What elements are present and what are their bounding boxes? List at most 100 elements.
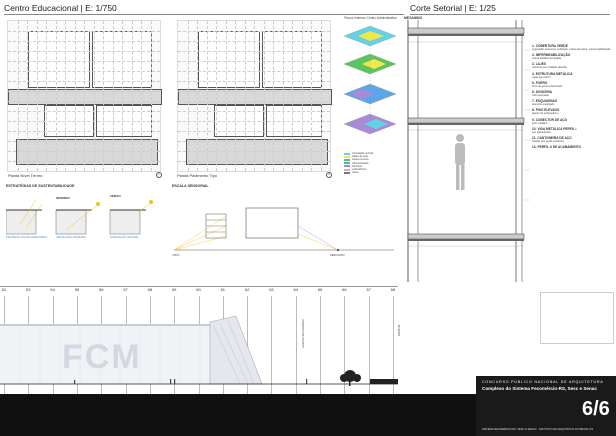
grid-column-line bbox=[263, 21, 265, 171]
sustain-note-0: PROTEÇÃO SOLAR HORIZONTAL bbox=[6, 236, 48, 239]
section-drawing bbox=[407, 20, 530, 282]
elevation-axis-66: 66 bbox=[342, 287, 347, 292]
elevation-axis-68: 68 bbox=[390, 287, 396, 292]
scale-note-left: VISTA bbox=[172, 254, 180, 257]
iso-level-4 bbox=[343, 113, 397, 135]
elevation-axis-line bbox=[368, 296, 370, 396]
grid-row-line bbox=[8, 71, 160, 72]
elevation-axis-64: 64 bbox=[293, 287, 298, 292]
grid-row-line bbox=[8, 151, 160, 152]
grid-column-line bbox=[17, 21, 19, 171]
grid-column-line bbox=[131, 21, 133, 171]
plan1-caption: Planta Nível Térreo bbox=[8, 173, 43, 178]
grid-row-line bbox=[8, 131, 160, 132]
grid-column-line bbox=[36, 21, 38, 171]
scale-note-right: PERCURSO bbox=[330, 254, 345, 257]
elevation-axis-54: 54 bbox=[50, 287, 55, 292]
elevation-axis-57: 57 bbox=[123, 287, 128, 292]
title-rule bbox=[4, 14, 404, 15]
elevation-axis-53: 53 bbox=[26, 287, 31, 292]
section-note-11: 12- PERFIL U DE ACABAMENTO bbox=[532, 145, 581, 150]
elevation-axis-line bbox=[393, 296, 394, 396]
footer-line2: Complexo do Sistema Fecomércio-RS, Sesc … bbox=[482, 386, 597, 391]
elevation-axis-62: 62 bbox=[244, 287, 250, 292]
grid-column-line bbox=[292, 21, 293, 171]
plan1-number: 1 bbox=[156, 172, 162, 178]
grid-row-line bbox=[178, 151, 330, 152]
grid-row-line bbox=[178, 101, 330, 102]
grid-row-line bbox=[8, 161, 160, 162]
iso-legend: Circulação vertical Salas de aula Áreas … bbox=[344, 152, 402, 174]
grid-row-line bbox=[178, 121, 330, 122]
elevation-letters: FCM bbox=[62, 338, 142, 376]
elevation-people bbox=[74, 379, 308, 384]
grid-row-line bbox=[8, 31, 160, 32]
typical-floor-plan bbox=[177, 20, 332, 172]
grid-row-line bbox=[178, 91, 330, 92]
elevation-axis-line bbox=[271, 296, 273, 396]
elevation-axis-line bbox=[320, 296, 322, 396]
grid-column-line bbox=[320, 21, 322, 171]
sustain-diagram-2 bbox=[55, 202, 100, 235]
elevation-axis-55: 55 bbox=[74, 287, 80, 292]
scale-title: ESCALA SENSORIAL bbox=[172, 184, 209, 188]
ground-floor-plan bbox=[7, 20, 162, 172]
elevation-top-rule bbox=[0, 286, 398, 287]
grid-column-line bbox=[197, 21, 198, 171]
grid-row-line bbox=[8, 91, 160, 92]
grid-row-line bbox=[178, 41, 330, 42]
season-summer: VERÃO bbox=[110, 194, 121, 198]
title-rule-right bbox=[410, 14, 610, 15]
grid-column-line bbox=[55, 21, 57, 171]
grid-column-line bbox=[244, 21, 246, 171]
grid-column-line bbox=[74, 21, 76, 171]
title-block: CONCURSO PÚBLICO NACIONAL DE ARQUITETURA… bbox=[476, 376, 616, 436]
grid-column-line bbox=[27, 21, 28, 171]
iso-legend-6: Apoio bbox=[352, 171, 359, 175]
isometric-flow-diagram bbox=[343, 25, 397, 135]
plan-block-south bbox=[16, 139, 158, 165]
plan2-block-south bbox=[186, 139, 328, 165]
left-title: Centro Educacional | E: 1/750 bbox=[4, 3, 117, 13]
plan2-caption: Planta Pavimento Tipo bbox=[177, 173, 218, 178]
grid-row-line bbox=[178, 161, 330, 162]
elevation-axis-line bbox=[344, 296, 346, 396]
sensorial-scale-diagram bbox=[173, 207, 394, 251]
grid-row-line bbox=[8, 81, 160, 82]
grid-row-line bbox=[8, 121, 160, 122]
grid-row-line bbox=[8, 111, 160, 112]
sustain-diagram-3 bbox=[109, 200, 153, 235]
grid-column-line bbox=[273, 21, 274, 171]
grid-column-line bbox=[235, 21, 236, 171]
iso-legend-2: Áreas comuns bbox=[352, 158, 369, 162]
elevation-axis-60: 60 bbox=[196, 287, 201, 292]
grid-row-line bbox=[8, 41, 160, 42]
sustain-title: ESTRATÉGIAS DE SUSTENTABILIDADE bbox=[6, 184, 75, 188]
elevation-axis-61: 61 bbox=[220, 287, 226, 292]
plan2-number: 2 bbox=[326, 172, 332, 178]
grid-column-line bbox=[112, 21, 114, 171]
grid-row-line bbox=[178, 61, 330, 62]
grid-row-line bbox=[178, 71, 330, 72]
plan2-block-north bbox=[198, 31, 260, 88]
sustain-diagram-1 bbox=[6, 200, 43, 235]
grid-column-line bbox=[301, 21, 303, 171]
elevation-axis-59: 59 bbox=[171, 287, 177, 292]
season-winter: INVERNO bbox=[56, 196, 70, 200]
elevation-axis-67: 67 bbox=[366, 287, 371, 292]
elevation-axis-56: 56 bbox=[99, 287, 104, 292]
grid-row-line bbox=[8, 101, 160, 102]
grid-column-line bbox=[216, 21, 217, 171]
grid-column-line bbox=[122, 21, 123, 171]
grid-column-line bbox=[254, 21, 255, 171]
